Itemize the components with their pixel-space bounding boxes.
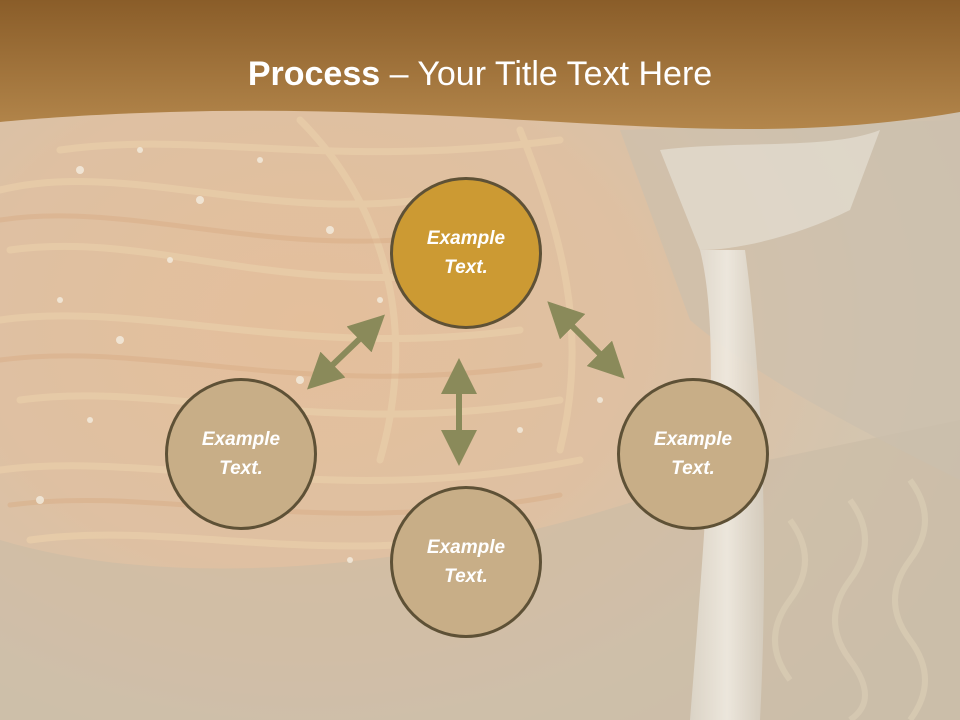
title-text: – Your Title Text Here (380, 55, 713, 93)
node-label: Example Text. (426, 537, 506, 587)
connector-top-left-arrow (307, 314, 385, 390)
title-banner (0, 0, 960, 130)
title-emphasis: Process (247, 55, 381, 93)
node-label: Example Text. (653, 429, 733, 479)
process-node-left[interactable]: Example Text. (165, 378, 317, 530)
process-node-bottom[interactable]: Example Text. (390, 486, 542, 638)
process-node-right[interactable]: Example Text. (617, 378, 769, 530)
node-label: Example Text. (426, 228, 506, 278)
connector-top-right-arrow (547, 301, 625, 379)
slide-title: Process – Your Title Text Here (0, 52, 960, 96)
node-label: Example Text. (201, 429, 281, 479)
process-node-top[interactable]: Example Text. (390, 177, 542, 329)
